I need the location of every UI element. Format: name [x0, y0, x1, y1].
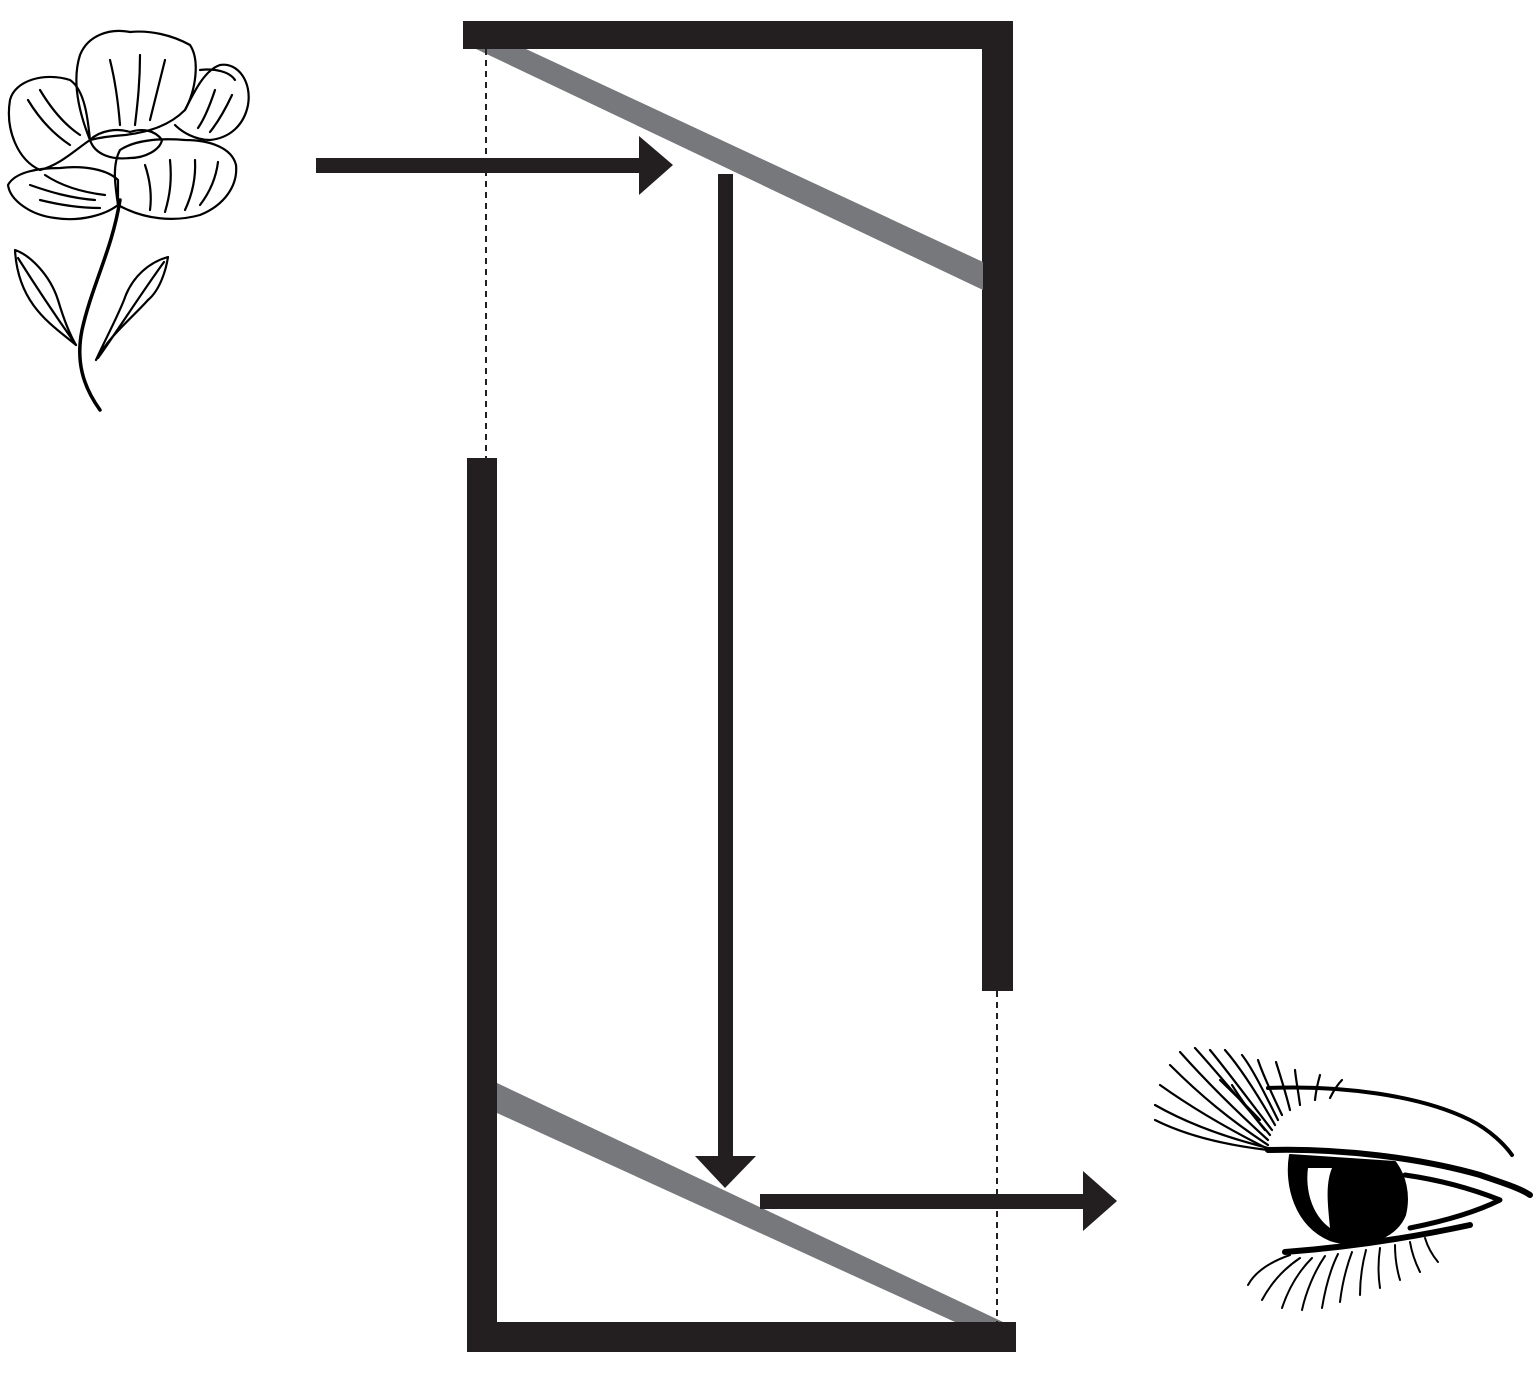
upper-top-wall — [463, 21, 1013, 49]
outgoing-ray-shaft — [760, 1194, 1088, 1209]
light-path — [316, 136, 1117, 1231]
guide-lines — [485, 49, 998, 1322]
mirrors — [476, 49, 1003, 1322]
upper-mirror — [476, 49, 983, 290]
lower-left-wall — [467, 458, 497, 1352]
flower-icon — [6, 29, 250, 412]
incoming-ray-arrowhead — [639, 136, 673, 195]
vertical-ray-arrowhead — [695, 1156, 756, 1188]
lower-bottom-wall — [467, 1322, 1016, 1352]
upper-right-wall — [982, 21, 1013, 991]
incoming-ray-shaft — [316, 158, 644, 173]
periscope-frame — [463, 21, 1016, 1352]
vertical-ray-shaft — [718, 174, 733, 1160]
lower-mirror — [497, 1083, 1003, 1322]
outgoing-ray-arrowhead — [1083, 1171, 1117, 1231]
eye-icon — [1153, 1046, 1533, 1311]
